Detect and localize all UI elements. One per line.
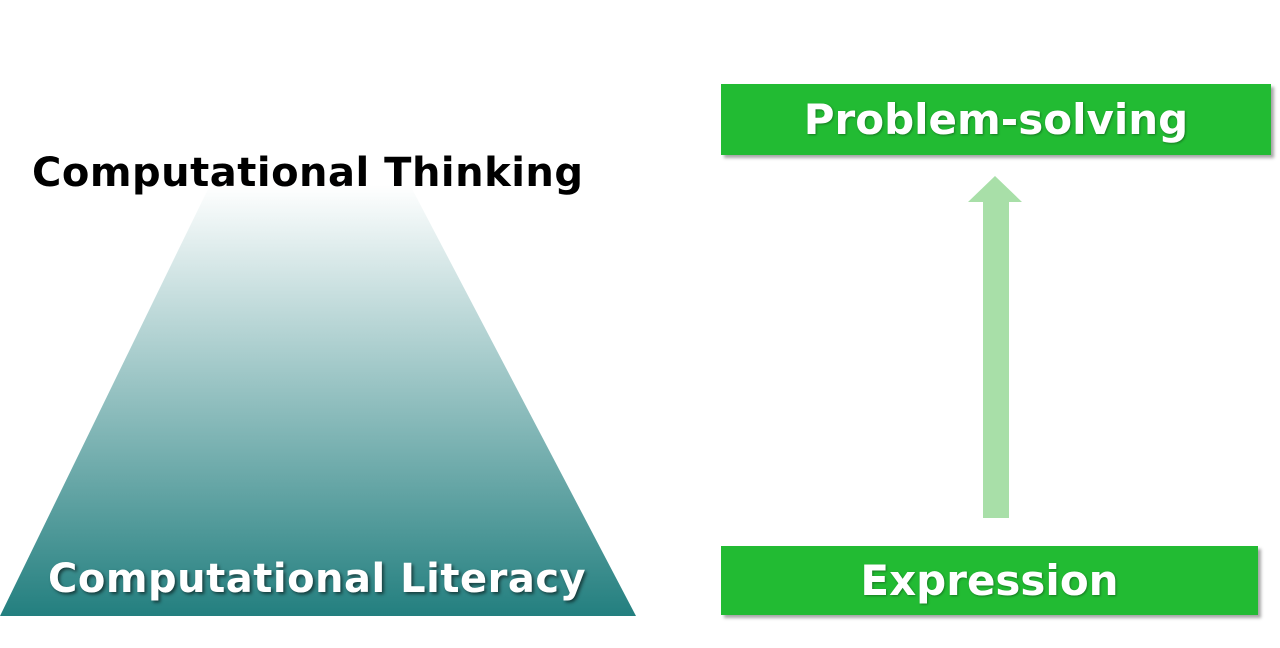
pyramid-top-label: Computational Thinking bbox=[32, 150, 584, 196]
expression-label: Expression bbox=[860, 556, 1119, 605]
expression-box: Expression bbox=[721, 546, 1258, 615]
problem-solving-box: Problem-solving bbox=[721, 84, 1271, 155]
pyramid-shape bbox=[0, 185, 636, 616]
problem-solving-label: Problem-solving bbox=[803, 95, 1189, 144]
up-arrow-icon bbox=[968, 176, 1022, 518]
arrow-shape bbox=[968, 176, 1022, 518]
pyramid-base-label: Computational Literacy bbox=[48, 556, 587, 602]
